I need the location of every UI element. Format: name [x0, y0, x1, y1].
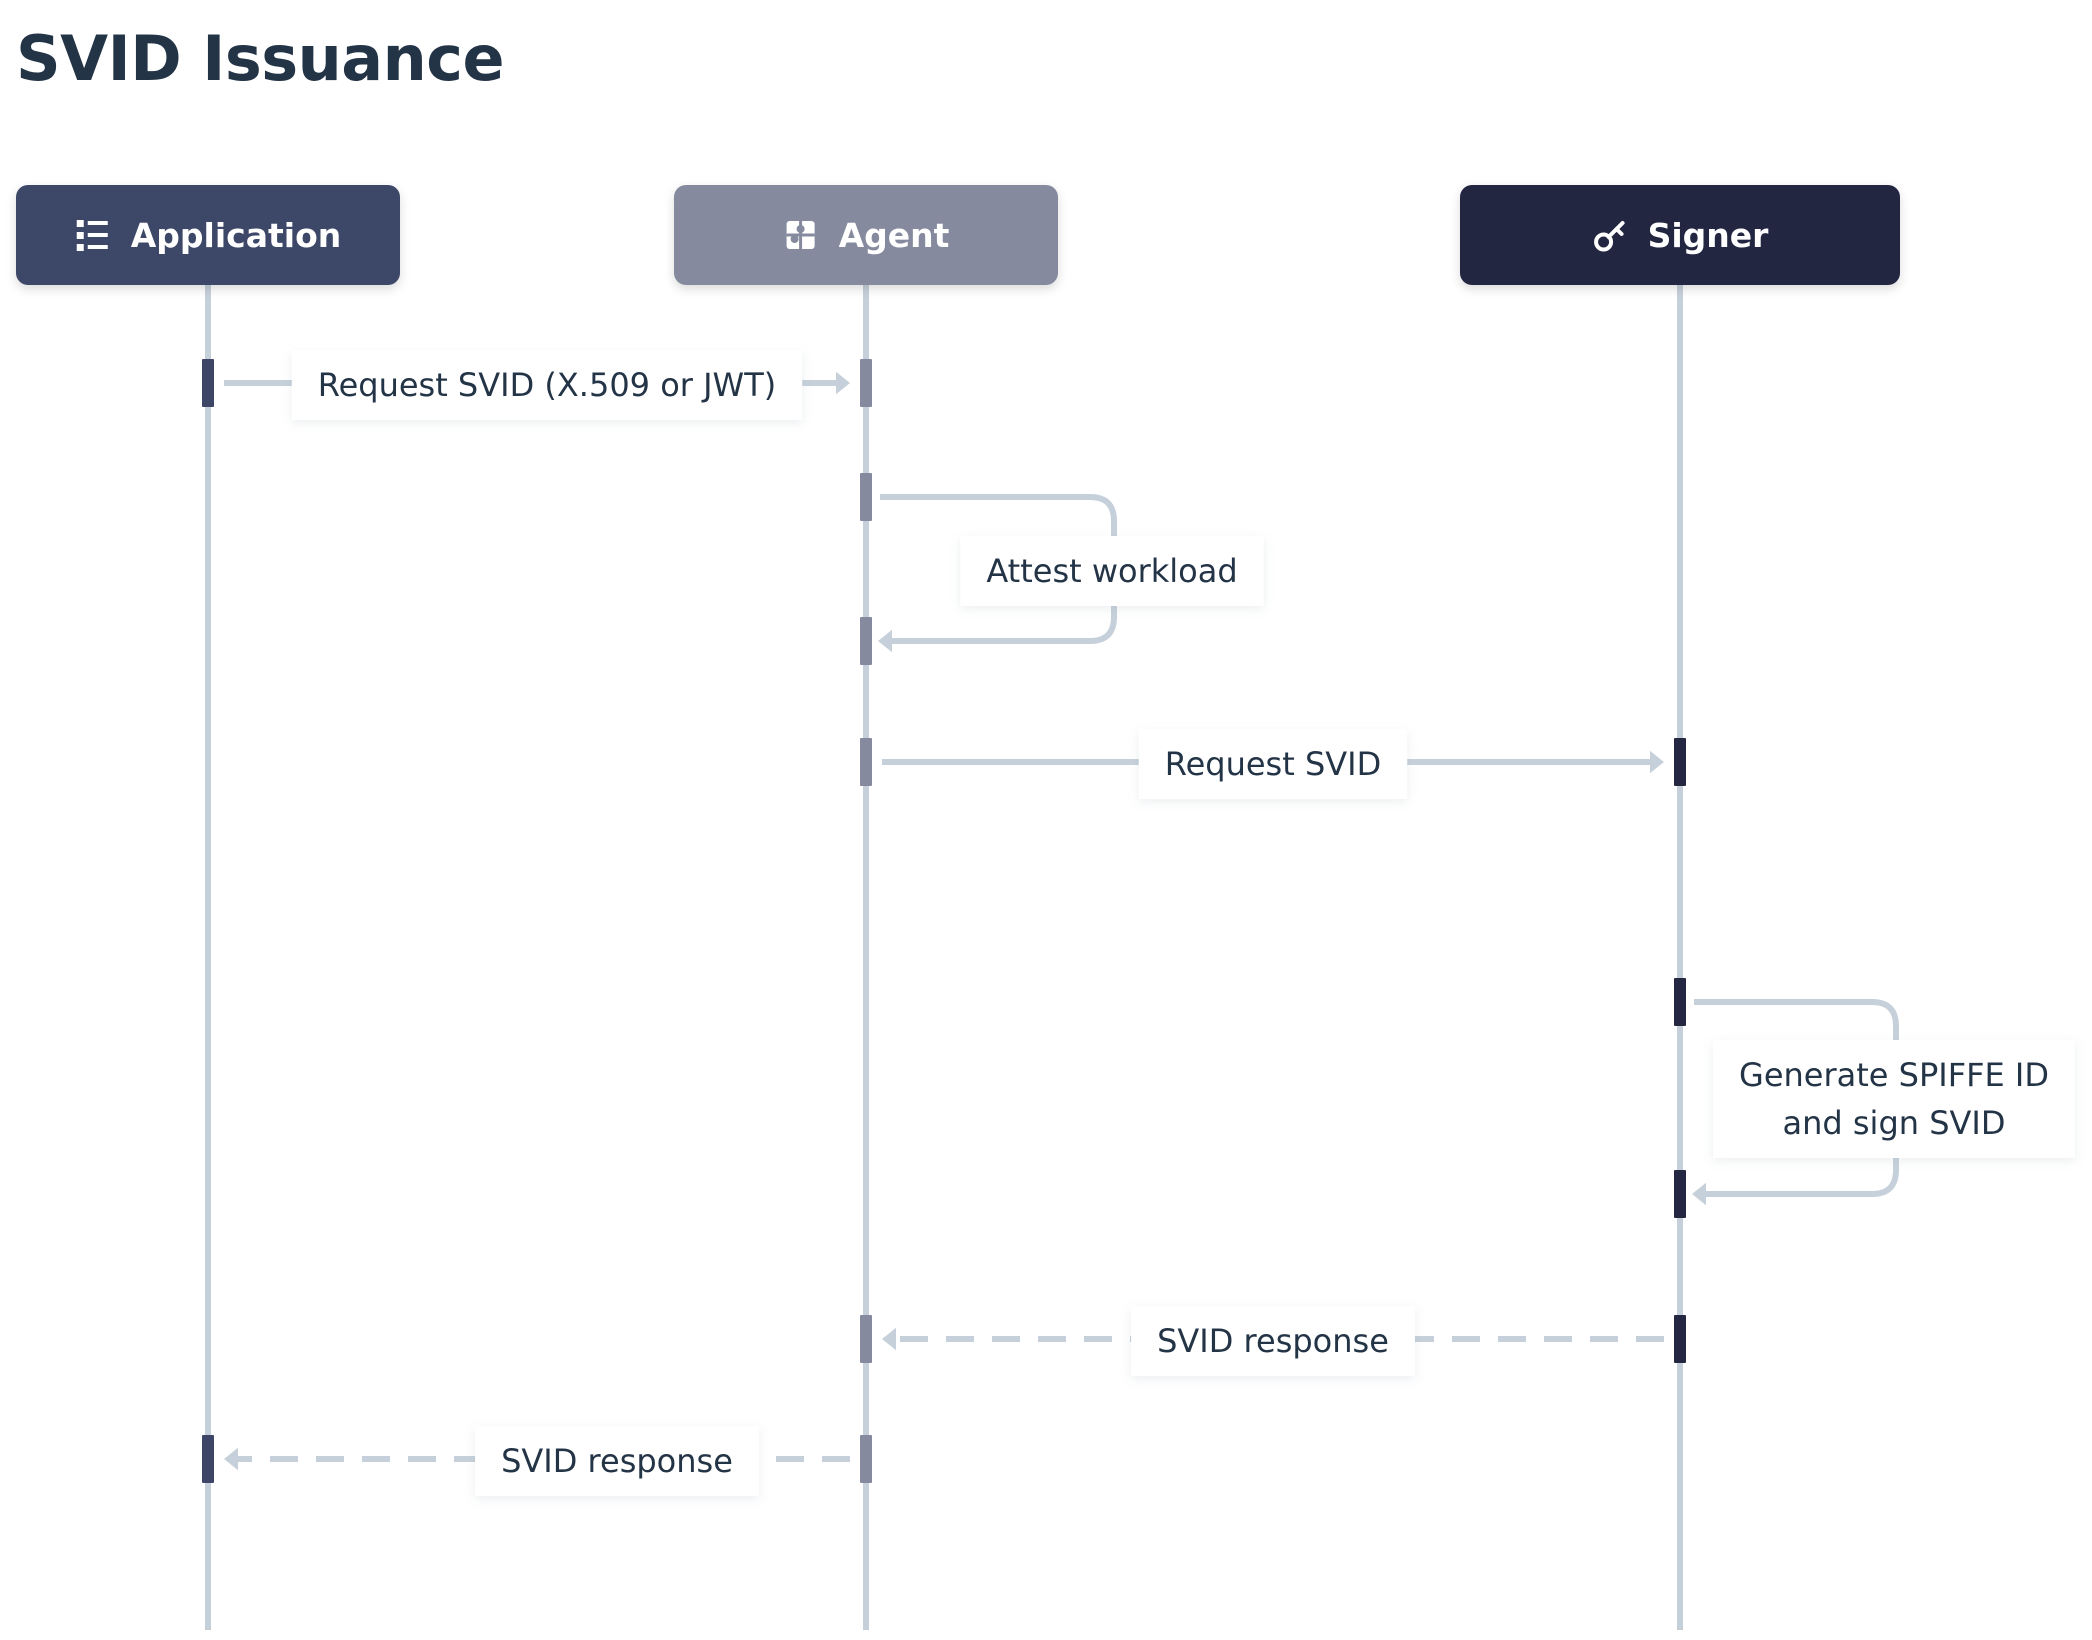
message-4: Generate SPIFFE ID and sign SVID	[1692, 999, 2075, 1206]
list-icon	[76, 220, 108, 251]
key-icon	[1594, 221, 1625, 252]
activation-bar	[1674, 1170, 1686, 1218]
message-label: Request SVID (X.509 or JWT)	[318, 366, 776, 404]
activation-bar	[860, 1315, 872, 1363]
message-5: SVID response	[882, 1306, 1664, 1376]
message-6: SVID response	[224, 1426, 850, 1496]
activation-bar	[860, 473, 872, 521]
arrowhead	[882, 1327, 896, 1351]
arrowhead	[1692, 1182, 1706, 1206]
message-3: Request SVID	[882, 729, 1664, 799]
activation-bar	[1674, 978, 1686, 1026]
message-label: Attest workload	[986, 552, 1237, 590]
activation-bar	[860, 359, 872, 407]
actor-agent: Agent	[674, 185, 1058, 285]
activation-bar	[860, 1435, 872, 1483]
actor-label: Signer	[1648, 216, 1770, 255]
actor-signer: Signer	[1460, 185, 1900, 285]
arrowhead	[1650, 750, 1664, 774]
puzzle-icon	[786, 221, 815, 249]
arrowhead	[878, 629, 892, 653]
activation-bar	[202, 359, 214, 407]
activation-bar	[1674, 1315, 1686, 1363]
activation-bar	[202, 1435, 214, 1483]
message-label: Generate SPIFFE ID	[1739, 1056, 2049, 1094]
page-title: SVID Issuance	[16, 22, 505, 95]
activation-bar	[860, 738, 872, 786]
actor-application: Application	[16, 185, 400, 285]
activation-bar	[1674, 738, 1686, 786]
actor-label: Agent	[839, 216, 950, 255]
activation-bar	[860, 617, 872, 665]
arrowhead	[224, 1447, 238, 1471]
message-2: Attest workload	[878, 494, 1264, 653]
message-1: Request SVID (X.509 or JWT)	[224, 350, 850, 420]
message-label: Request SVID	[1165, 745, 1381, 783]
message-label: and sign SVID	[1783, 1104, 2006, 1142]
arrowhead	[836, 371, 850, 395]
message-label: SVID response	[1157, 1322, 1389, 1360]
actor-label: Application	[131, 216, 342, 255]
message-label: SVID response	[501, 1442, 733, 1480]
